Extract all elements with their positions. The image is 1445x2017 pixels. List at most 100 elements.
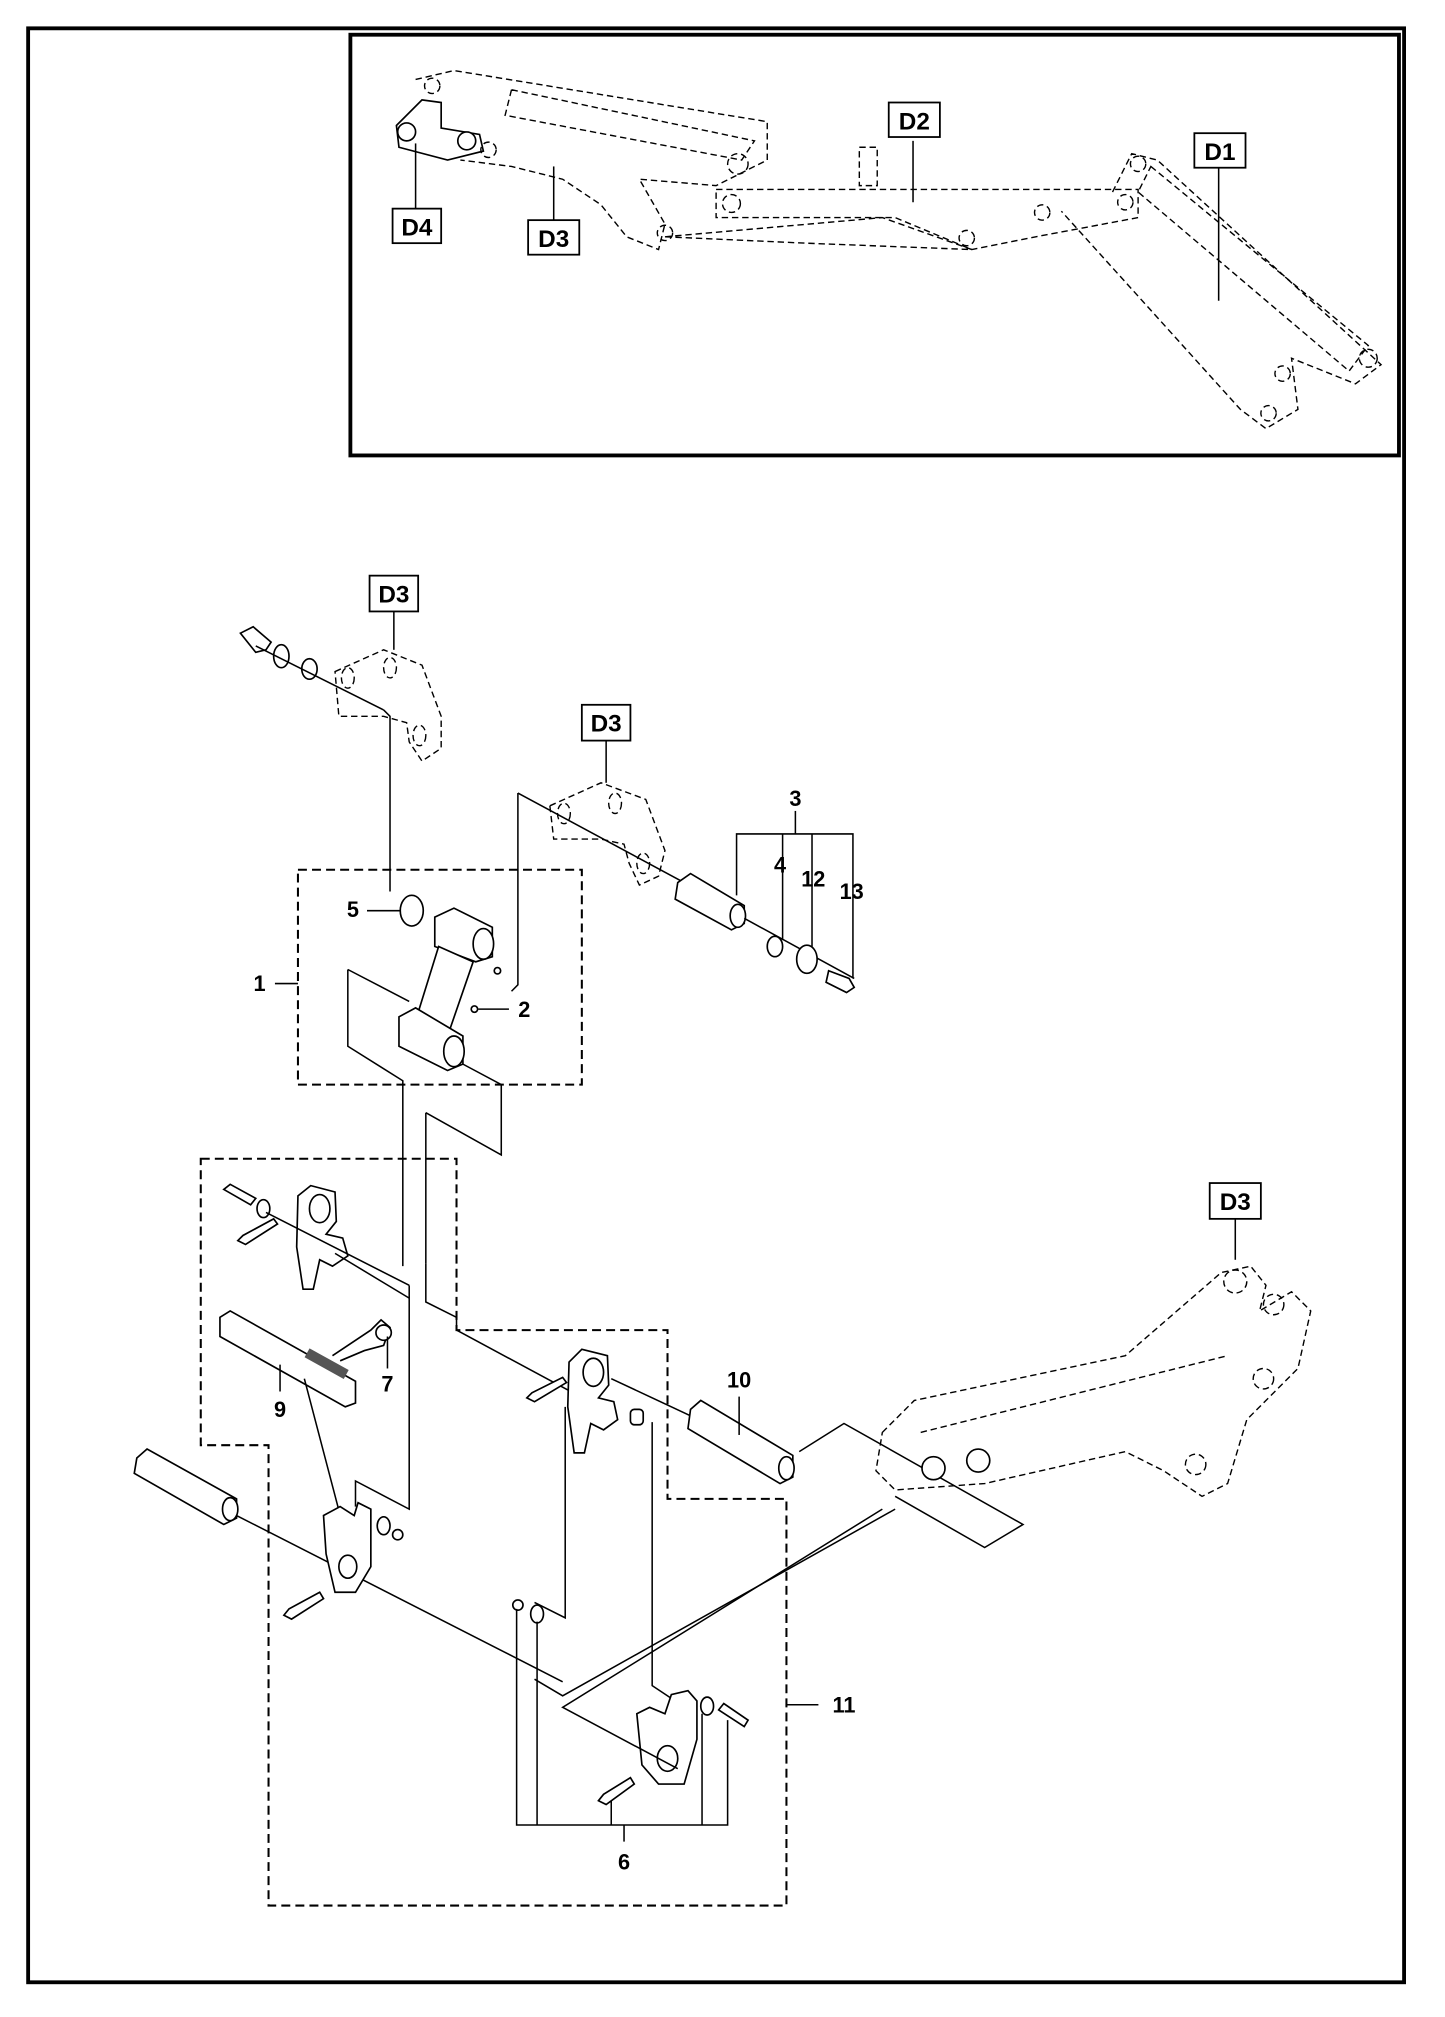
bolt: [282, 1591, 325, 1621]
overview-label-d4: D4: [391, 207, 443, 245]
pin-part-10: [687, 1396, 795, 1485]
overview-bolt: [1129, 155, 1147, 173]
overview-bolt: [958, 229, 976, 247]
axis-line: [743, 917, 855, 980]
overview-bracket: [858, 146, 878, 187]
overview-part-d2: [715, 188, 1139, 251]
pin-end: [221, 1496, 239, 1522]
lever-grip: [304, 1348, 349, 1379]
grease-nipple: [493, 966, 502, 975]
bracket-outline: [334, 649, 442, 763]
callout-5: 5: [347, 897, 359, 922]
clip-ring: [375, 1324, 393, 1342]
left-pin: [133, 1448, 564, 1683]
assembly-line: [383, 709, 391, 892]
overview-bolt: [1116, 193, 1134, 211]
overview-bolt: [726, 152, 749, 175]
ref-label-d3: D3: [591, 711, 622, 738]
boom-pin-hole: [965, 1448, 991, 1473]
washer: [529, 1604, 545, 1624]
assembly-line: [534, 1406, 566, 1620]
washer: [272, 643, 290, 669]
overview-cylinder: [664, 216, 973, 251]
assembly-line: [354, 1285, 410, 1511]
overview-bolt: [1260, 404, 1277, 422]
overview-cylinder: [1137, 165, 1370, 373]
pin-end: [777, 1455, 795, 1481]
boom-edge: [920, 1355, 1228, 1434]
label-text: D2: [899, 108, 930, 135]
callout-11: 11: [832, 1692, 855, 1717]
overview-boom: [395, 69, 1383, 430]
latch-plate: [322, 1501, 372, 1594]
overview-pin: [456, 131, 477, 151]
assembly-line: [651, 1422, 672, 1700]
ref-label-d3: D3: [378, 581, 409, 608]
boom-pin-hole: [921, 1455, 946, 1481]
callout-6: 6: [618, 1850, 630, 1875]
boss-bore: [472, 927, 495, 961]
bolt: [222, 1183, 258, 1206]
callout-3: 3: [789, 786, 801, 811]
boom-bolt: [1184, 1453, 1207, 1476]
callout-13: 13: [840, 879, 864, 904]
nut: [391, 1528, 404, 1541]
right-boom-assembly: D3: [875, 1182, 1312, 1498]
latch-bore: [338, 1554, 358, 1580]
assembly-line: [561, 1508, 883, 1770]
latch-bore: [582, 1357, 605, 1388]
bolt-part-13: [825, 969, 856, 994]
lower-left-latch: [282, 1501, 404, 1621]
bolt: [525, 1376, 568, 1403]
overview-label-d3: D3: [527, 219, 581, 256]
middle-latch: [425, 1263, 691, 1700]
overview-label-d1: D1: [1193, 132, 1247, 169]
overview-part-d1: [1060, 152, 1383, 430]
label-text: D3: [538, 226, 569, 253]
overview-cylinder: [504, 88, 756, 161]
assembly-line: [347, 969, 404, 1267]
spacer: [629, 1408, 645, 1426]
overview-bolt: [423, 77, 441, 95]
pin: [133, 1448, 238, 1526]
axis-line: [610, 1378, 691, 1417]
bracket-outline: [549, 782, 666, 887]
washer-part-12: [795, 944, 818, 975]
upper-left-bracket-assembly: D3: [239, 574, 442, 892]
upper-latch: [222, 1183, 410, 1299]
overview-bolt: [1033, 204, 1051, 221]
washer: [256, 1198, 271, 1219]
label-text: D4: [401, 214, 433, 241]
bracket-hole: [607, 792, 623, 815]
callout-4: 4: [774, 852, 786, 877]
lever-part-9: [219, 1309, 357, 1408]
axis-line: [255, 645, 384, 711]
bolt: [236, 1217, 279, 1246]
upper-mid-bracket-assembly: D3: [510, 703, 856, 994]
bolt: [239, 625, 273, 654]
axis-line: [265, 1211, 410, 1287]
axis-line: [334, 1252, 410, 1299]
group-1-link-assembly: [274, 868, 583, 1267]
grease-nipple-part-2: [470, 1005, 479, 1014]
lower-right-latch: [511, 1599, 750, 1806]
pin: [687, 1399, 794, 1485]
group-11-boundary: [199, 1157, 788, 1907]
assembly-line: [510, 793, 519, 992]
axis-line: [347, 968, 410, 1003]
callout-12: 12: [801, 866, 825, 891]
nut: [511, 1599, 524, 1611]
overview-pin: [396, 122, 417, 142]
bracket-hole: [382, 656, 398, 679]
latch-hook: [566, 1348, 619, 1454]
callout-10: 10: [727, 1368, 751, 1393]
boom-bolt: [1252, 1367, 1275, 1390]
ring-part-4: [766, 935, 784, 958]
latch-plate: [635, 1689, 698, 1785]
bracket-hole: [340, 667, 355, 689]
overview-label-d2: D2: [887, 101, 941, 138]
assembly-line: [425, 1263, 458, 1331]
callout-bracket: [735, 833, 854, 979]
ref-label-d3: D3: [1220, 1189, 1251, 1216]
